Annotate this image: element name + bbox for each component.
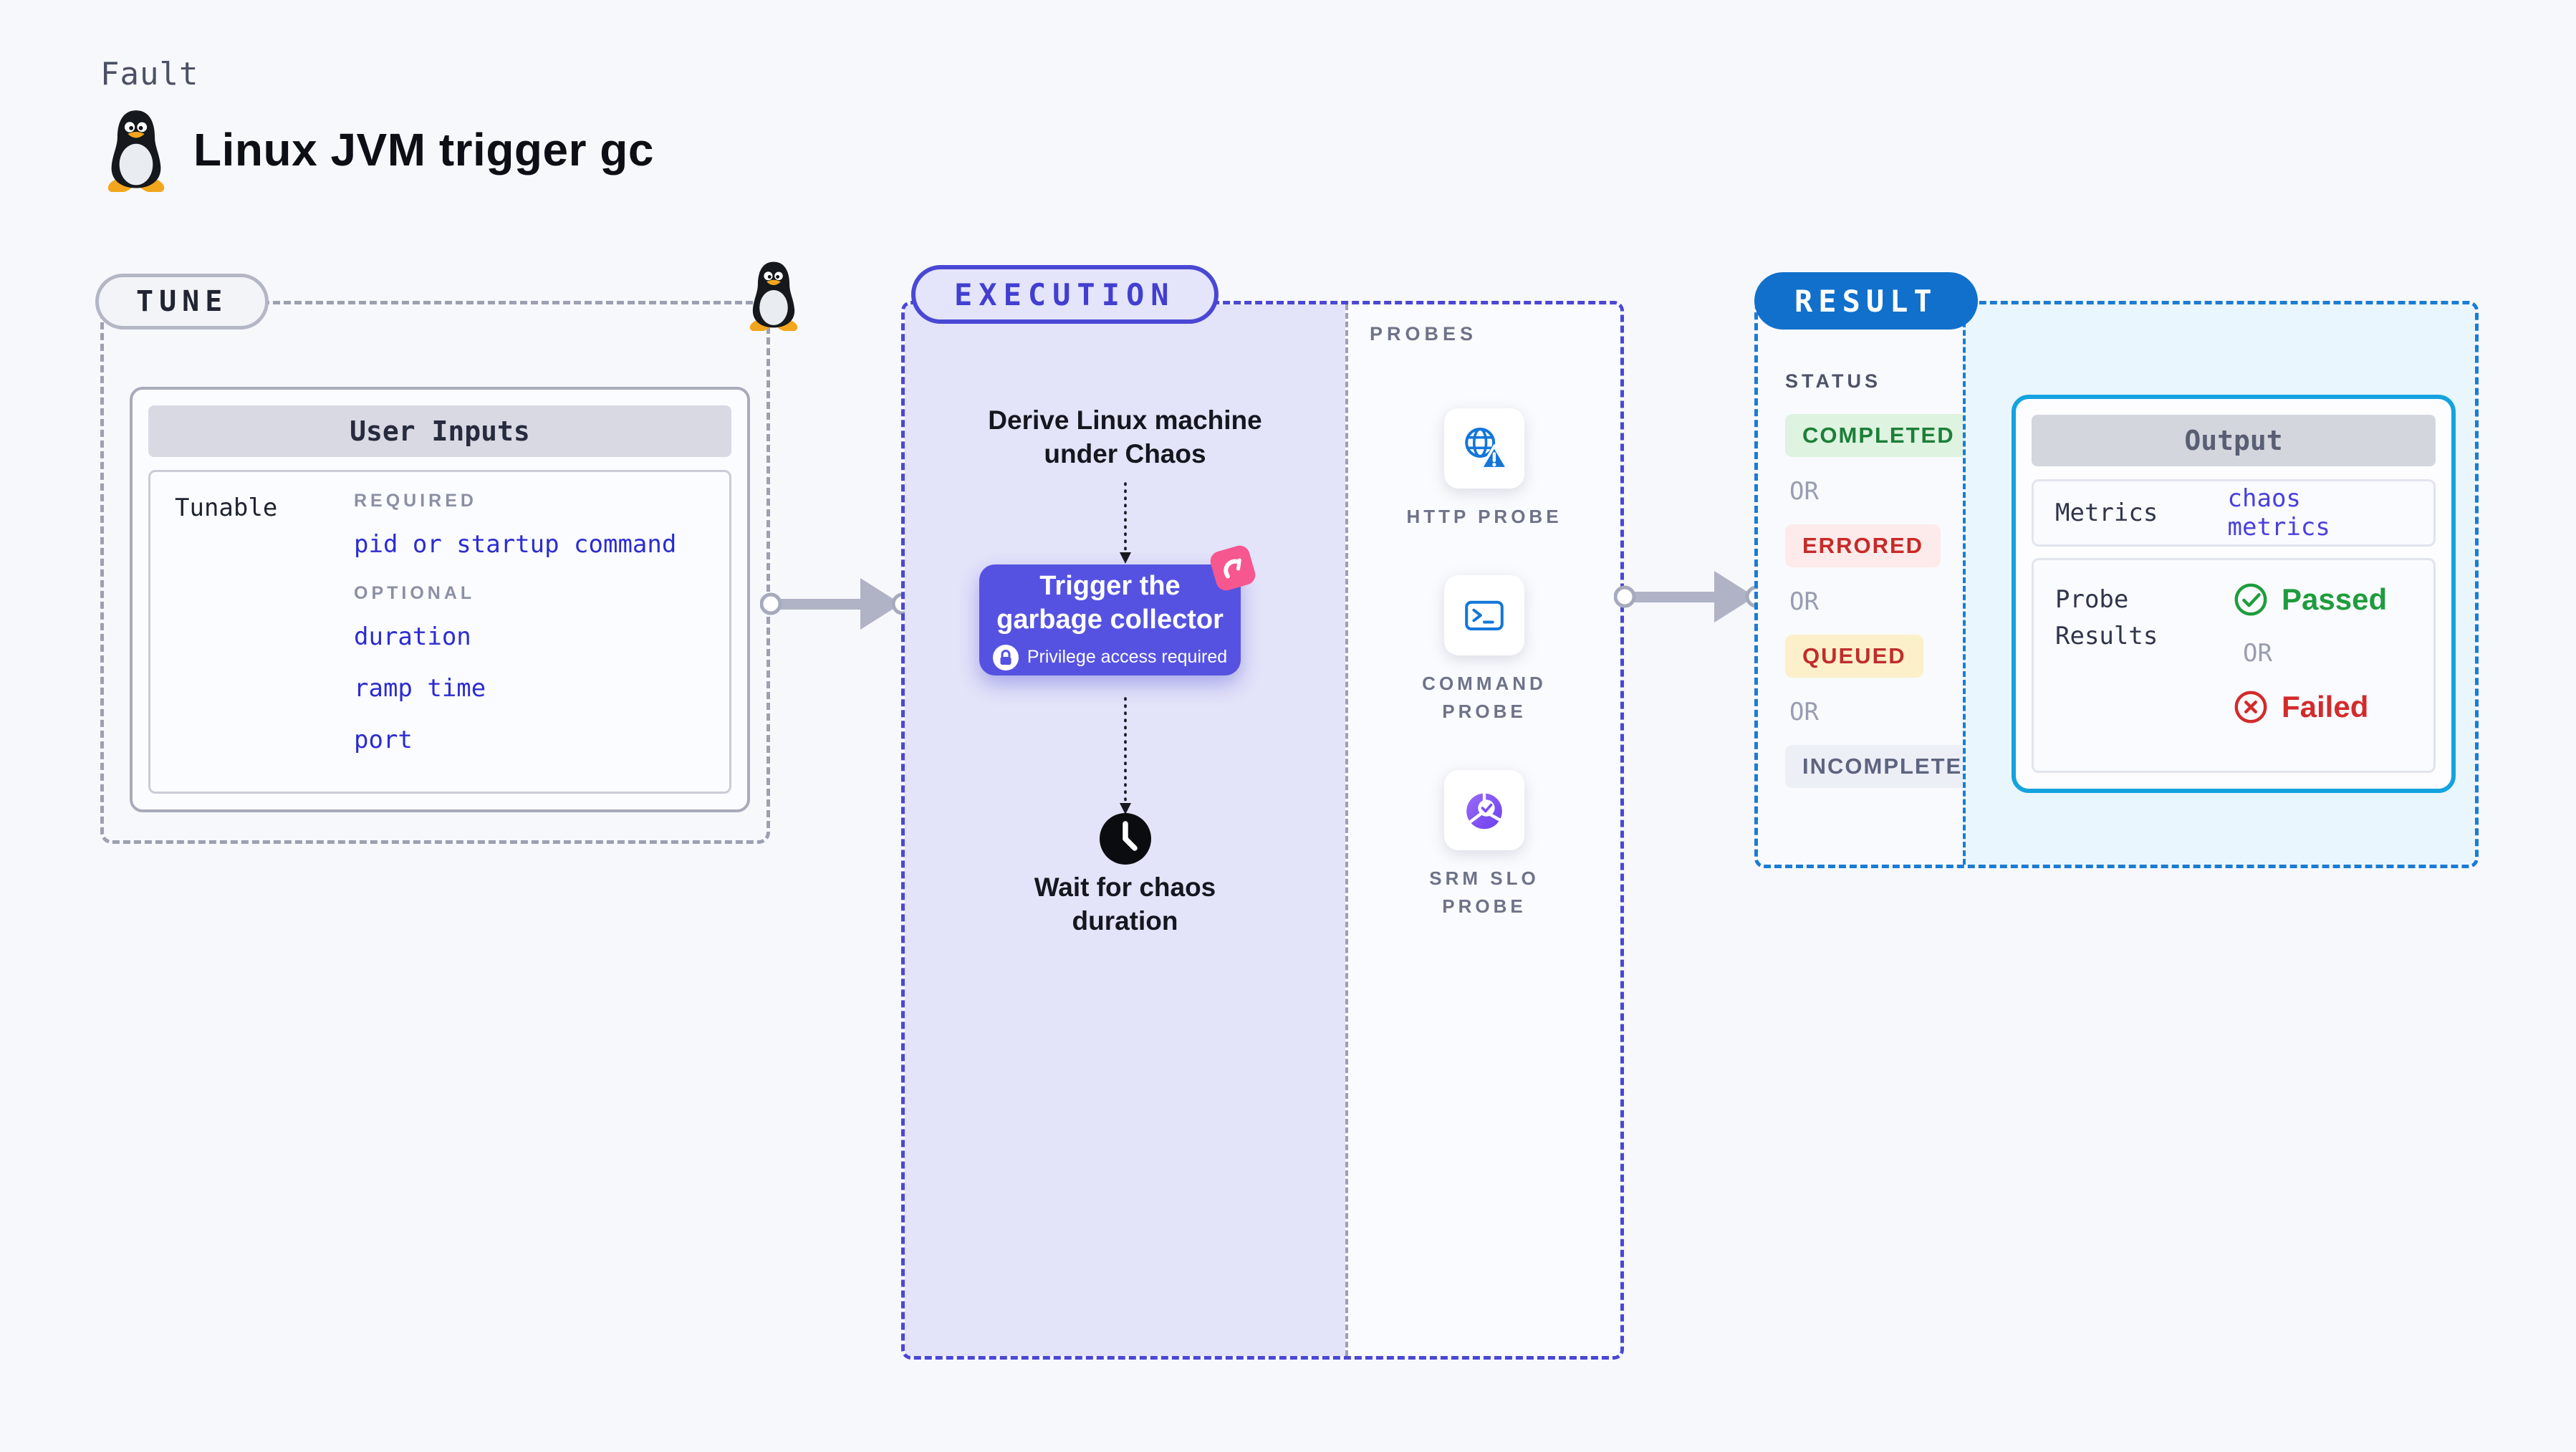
wait-step-text: Wait for chaos duration — [1034, 872, 1216, 936]
execution-flow: Derive Linux machine under Chaos Trigger… — [905, 304, 1345, 1356]
output-panel: Output Metrics chaos metrics Probe Resul… — [1963, 304, 2475, 865]
page-title: Linux JVM trigger gc — [193, 124, 654, 176]
result-section: STATUS COMPLETED OR ERRORED OR QUEUED OR… — [1754, 301, 2479, 868]
tune-to-execution-arrow — [760, 578, 914, 630]
status-badge-queued: QUEUED — [1785, 635, 1923, 678]
metrics-value: chaos metrics — [2227, 484, 2330, 542]
status-badge-errored: ERRORED — [1785, 524, 1941, 567]
execution-to-result-arrow — [1614, 571, 1768, 622]
or-separator: OR — [1789, 587, 1819, 616]
terminal-icon — [1465, 600, 1504, 630]
output-title: Output — [2032, 415, 2436, 466]
user-inputs-card: User Inputs Tunable REQUIRED pid or star… — [130, 387, 750, 812]
linux-penguin-icon-small — [749, 261, 798, 331]
result-section-pill: RESULT — [1754, 272, 1978, 330]
probes-label: PROBES — [1370, 323, 1478, 345]
or-separator: OR — [1789, 698, 1819, 726]
tunable-optional-value: ramp time — [354, 674, 486, 703]
privilege-note: Privilege access required — [992, 644, 1228, 670]
probe-results-row: Probe Results Passed OR — [2032, 558, 2436, 773]
user-inputs-title: User Inputs — [148, 405, 731, 457]
down-arrow-icon — [1119, 482, 1131, 564]
srm-slo-probe-label: SRM SLO PROBE — [1429, 867, 1539, 917]
tunable-optional-value: duration — [354, 622, 471, 651]
lock-icon — [992, 644, 1019, 670]
x-circle-icon — [2234, 691, 2267, 723]
optional-label: OPTIONAL — [354, 583, 476, 603]
or-separator: OR — [1789, 477, 1819, 506]
down-arrow-icon — [1119, 697, 1131, 814]
metrics-label: Metrics — [2055, 498, 2158, 527]
globe-warning-icon — [1465, 428, 1509, 470]
execution-section-pill: EXECUTION — [911, 265, 1219, 324]
status-panel: STATUS COMPLETED OR ERRORED OR QUEUED OR… — [1758, 304, 1997, 865]
page-header: Linux JVM trigger gc — [100, 107, 654, 192]
failed-result: Failed — [2233, 689, 2387, 725]
tunable-row-label: Tunable — [175, 494, 278, 522]
metrics-row: Metrics chaos metrics — [2032, 479, 2436, 547]
slo-pie-icon — [1466, 792, 1502, 830]
fault-kicker: Fault — [100, 56, 199, 92]
clock-icon — [1099, 813, 1151, 865]
derive-step-text: Derive Linux machine under Chaos — [988, 405, 1262, 469]
command-probe-label: COMMAND PROBE — [1422, 673, 1547, 722]
tunable-required-value: pid or startup command — [354, 530, 677, 559]
srm-slo-probe-card[interactable] — [1444, 770, 1524, 850]
http-probe-label: HTTP PROBE — [1406, 506, 1562, 527]
status-badge-completed: COMPLETED — [1785, 414, 1972, 457]
tune-section-pill: TUNE — [95, 274, 269, 330]
chaos-experiment-icon — [1210, 545, 1256, 591]
check-circle-icon — [2234, 583, 2267, 616]
probes-panel: PROBES HTTP PROBE — [1345, 304, 1620, 1356]
failed-label: Failed — [2282, 690, 2369, 723]
trigger-gc-node[interactable]: Trigger the garbage collector Privilege … — [979, 545, 1256, 675]
passed-label: Passed — [2282, 582, 2388, 616]
execution-section: Derive Linux machine under Chaos Trigger… — [901, 301, 1624, 1360]
output-card: Output Metrics chaos metrics Probe Resul… — [2012, 395, 2456, 793]
tune-section — [100, 301, 770, 844]
required-label: REQUIRED — [354, 491, 477, 511]
trigger-gc-label: Trigger the garbage collector — [996, 571, 1224, 635]
or-separator: OR — [2243, 639, 2272, 668]
status-badge-incompleted: INCOMPLETED — [1785, 745, 1997, 788]
linux-penguin-icon — [107, 110, 165, 192]
privilege-note-text: Privilege access required — [1027, 647, 1228, 668]
probe-results-label: Probe Results — [2055, 585, 2158, 650]
http-probe-card[interactable] — [1444, 408, 1524, 489]
tunable-table: Tunable REQUIRED pid or startup command … — [148, 470, 731, 794]
command-probe-card[interactable] — [1444, 575, 1524, 655]
passed-result: Passed — [2233, 582, 2387, 617]
tunable-optional-value: port — [354, 726, 413, 754]
status-label: STATUS — [1785, 370, 1881, 392]
